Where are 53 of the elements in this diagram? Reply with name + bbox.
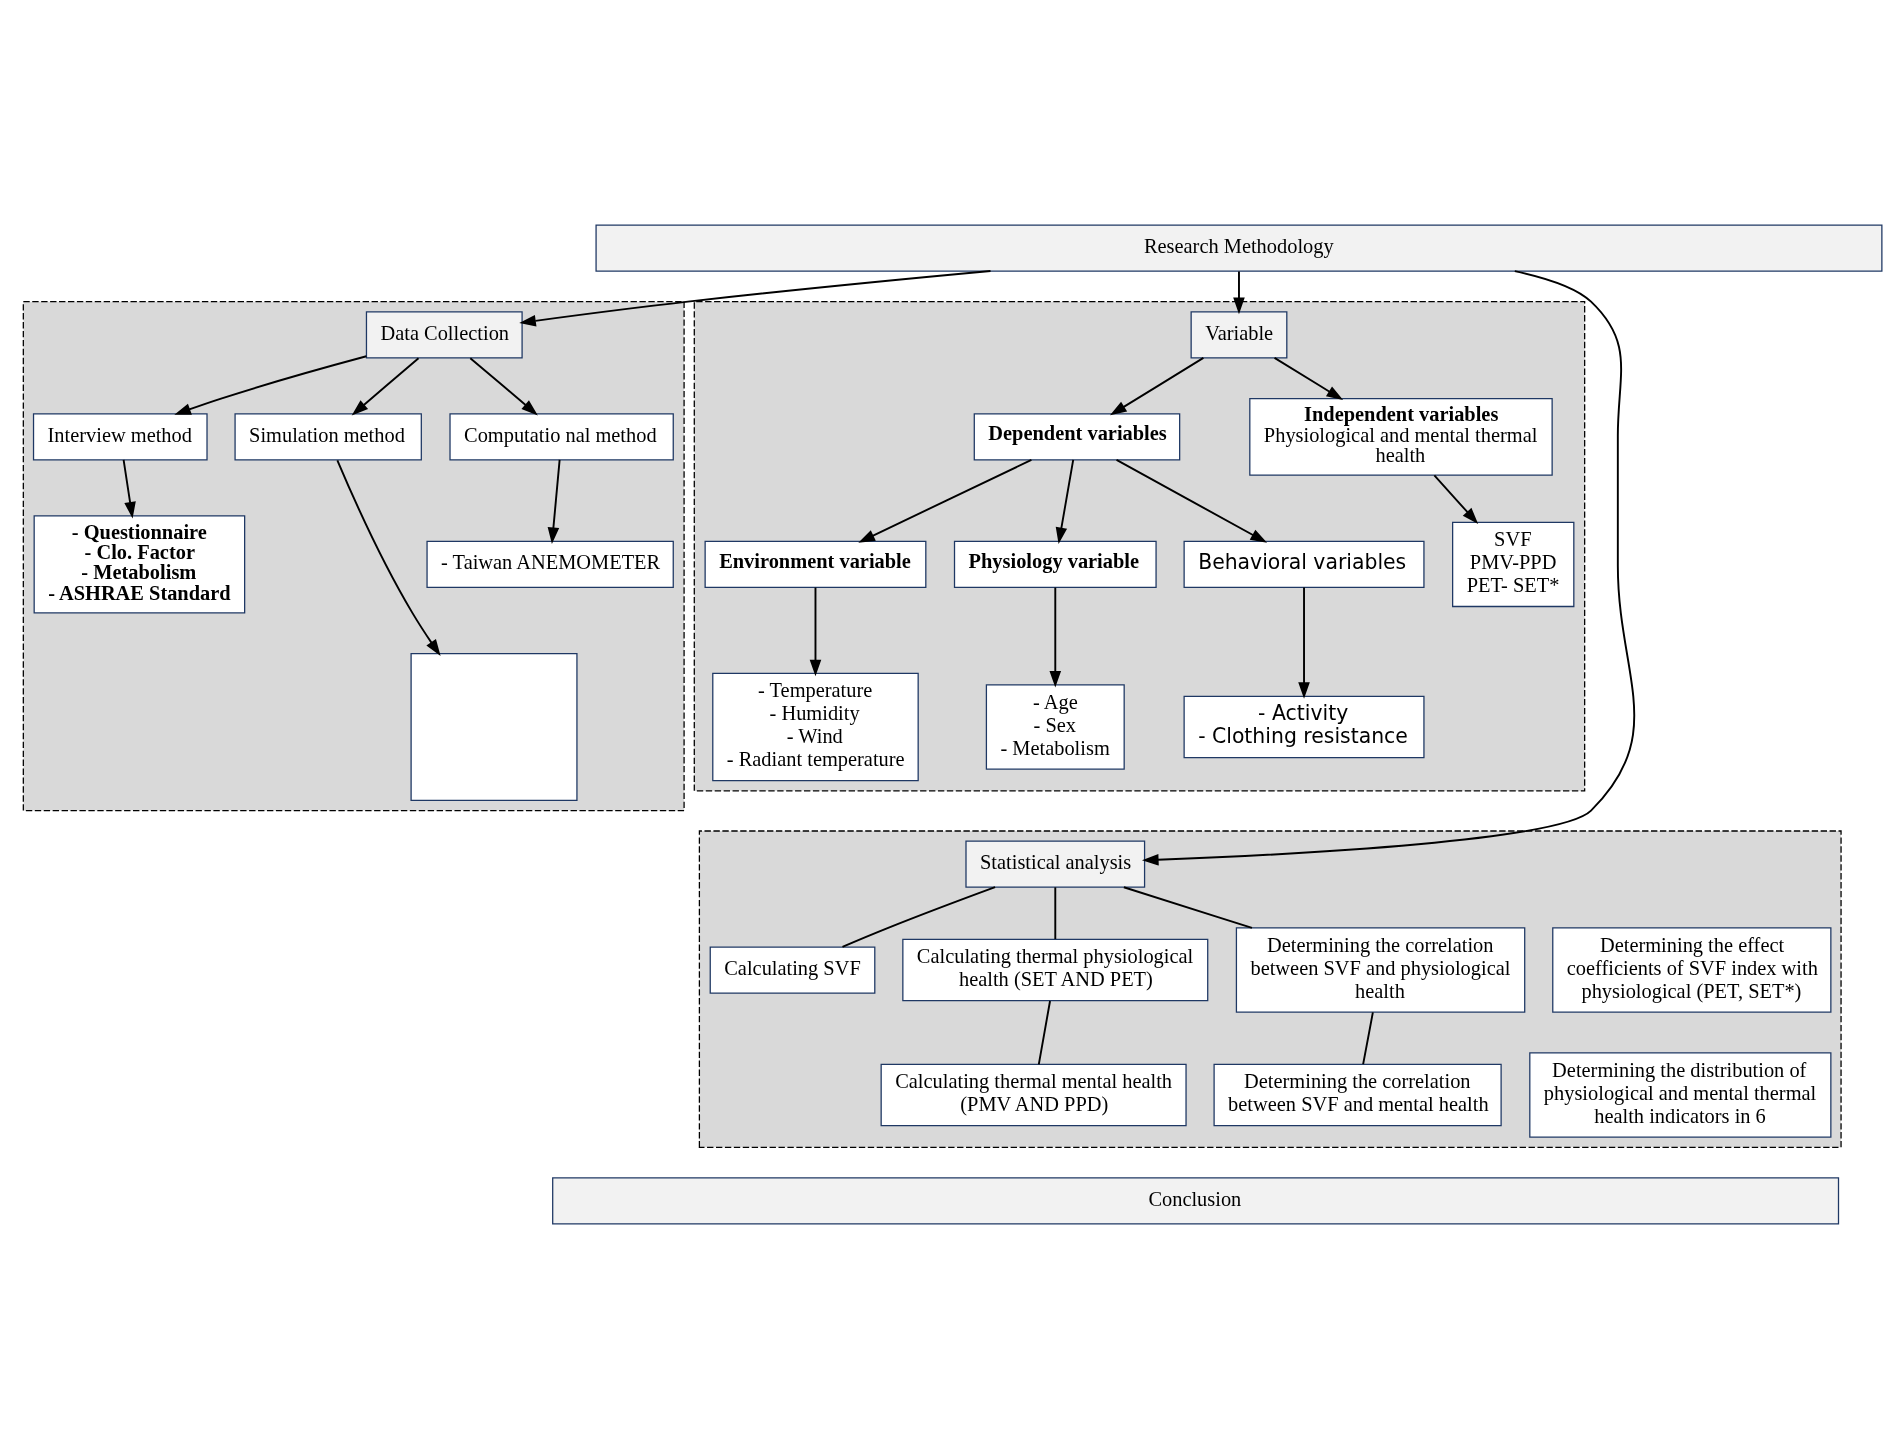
connector [1122, 885, 1253, 929]
node-box: - Taiwan ANEMOMETER [426, 540, 674, 588]
arrow [1233, 270, 1245, 314]
arrow [1273, 356, 1344, 400]
arrow [122, 458, 136, 519]
node-box: Computatio nal method [449, 412, 674, 460]
node-box: Behavioral variables [1183, 540, 1425, 588]
arrow [1110, 356, 1205, 415]
arrow [858, 458, 1033, 543]
node-box: - Age - Sex - Metabolism [985, 683, 1125, 770]
node-box: Environment variable [704, 540, 927, 588]
node-box: Simulation method [234, 412, 422, 460]
cluster [22, 300, 685, 811]
cluster [698, 829, 1842, 1148]
arrow [519, 269, 992, 327]
arrow [1055, 458, 1075, 544]
node-box: Independent variables Physiological and mental thermal health [1249, 397, 1553, 476]
arrow [1115, 458, 1268, 543]
connector [1037, 999, 1051, 1065]
node-box: Statistical analysis [965, 840, 1146, 888]
node-box: Conclusion [552, 1176, 1840, 1225]
node-box: Determining the correlation between SVF and mental health [1213, 1063, 1502, 1126]
node-box: - Temperature - Humidity - Wind - Radiant temperature [712, 672, 919, 781]
node-box: SVF PMV-PPD PET- SET* [1452, 521, 1575, 607]
node-box: Variable [1190, 310, 1288, 358]
arrow [1141, 269, 1636, 866]
node-box: Data Collection [365, 310, 523, 358]
arrow [174, 354, 368, 415]
node-box: Determining the effect coefficients of SVF index with physiological (PET, SET*) [1552, 926, 1832, 1013]
node-box: Physiology variable [953, 540, 1157, 588]
arrow [336, 458, 441, 656]
node-box: Calculating thermal physiological health (SET AND PET) [902, 938, 1209, 1001]
arrow [547, 458, 561, 544]
arrow [1049, 586, 1062, 688]
node-box: Dependent variables [973, 412, 1181, 460]
connector [1054, 885, 1057, 940]
cluster [693, 300, 1586, 791]
node-box: - Activity - Clothing resistance [1183, 695, 1425, 758]
node-box [410, 652, 578, 801]
node-box: Research Methodology [595, 223, 1883, 272]
node-box: Determining the distribution of physiological and mental thermal health indicators in 6 [1529, 1051, 1832, 1138]
connector [841, 885, 997, 948]
arrow [1433, 473, 1479, 524]
arrow [809, 586, 822, 676]
node-box: - Questionnaire - Clo. Factor - Metabolism - ASHRAE Standard [33, 514, 246, 613]
arrow [1298, 586, 1310, 699]
connector [1362, 1011, 1374, 1065]
arrow [469, 356, 538, 415]
arrow [351, 356, 420, 415]
node-box: Calculating SVF [709, 945, 876, 994]
node-box: Determining the correlation between SVF and physiological health [1235, 926, 1526, 1013]
node-box: Calculating thermal mental health (PMV AND PPD) [880, 1063, 1187, 1126]
node-box: Interview method [32, 412, 208, 460]
